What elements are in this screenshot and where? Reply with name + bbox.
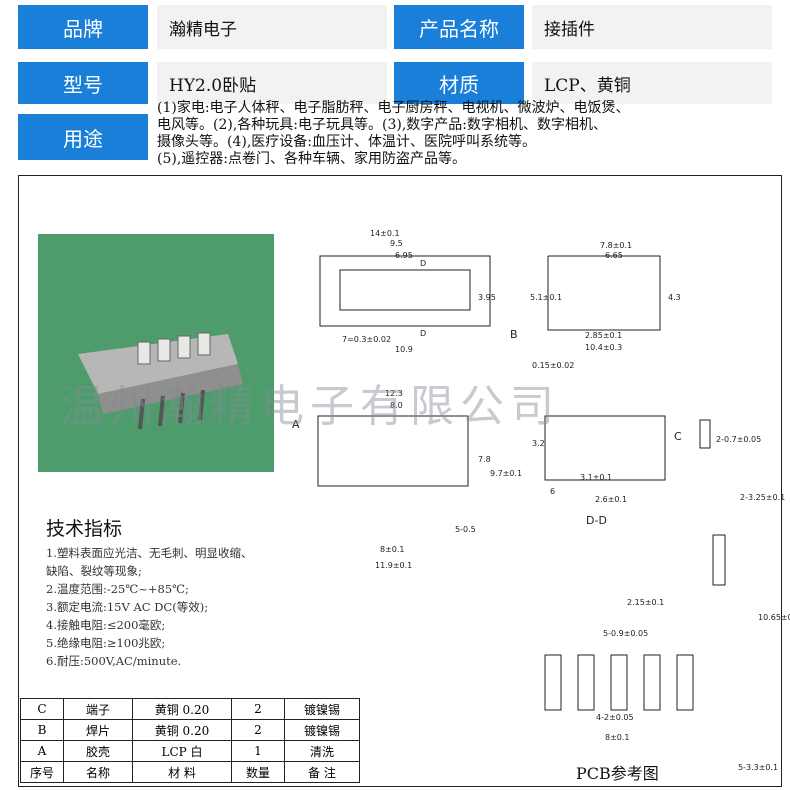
spec-line: 1.塑料表面应光洁、无毛刺、明显收缩、	[46, 546, 253, 560]
spec-line: 5.绝缘电阻:≥100兆欧;	[46, 636, 166, 650]
spec-line: 2.温度范围:-25℃~+85℃;	[46, 582, 189, 596]
connector-image	[38, 234, 274, 472]
model-value: HY2.0卧贴	[157, 62, 387, 104]
spec-line: 6.耐压:500V,AC/minute.	[46, 654, 182, 668]
brand-value: 瀚精电子	[157, 5, 387, 49]
usage-line: 摄像头等。(4),医疗设备:血压计、体温计、医院呼叫系统等。	[157, 134, 536, 150]
brand-label: 品牌	[18, 5, 148, 49]
material-label: 材质	[394, 62, 524, 104]
drawing-panel	[18, 175, 782, 787]
table-header-row: 序号 名称 材 料 数量 备 注	[20, 761, 360, 783]
product-label: 产品名称	[394, 5, 524, 49]
spec-title: 技术指标	[46, 518, 123, 540]
spec-line: 3.额定电流:15V AC DC(等效);	[46, 600, 209, 614]
material-value: LCP、黄铜	[532, 62, 772, 104]
table-row: C 端子 黄铜 0.20 2 镀镍锡	[20, 698, 360, 720]
spec-list: 1.塑料表面应光洁、无毛刺、明显收缩、 缺陷、裂纹等现象; 2.温度范围:-25…	[46, 544, 252, 670]
product-photo	[38, 234, 274, 472]
bom-table: C 端子 黄铜 0.20 2 镀镍锡 B 焊片 黄铜 0.20 2 镀镍锡 A …	[20, 698, 360, 783]
usage-line: (1)家电:电子人体秤、电子脂肪秤、电子厨房秤、电视机、微波炉、电饭煲、	[157, 100, 630, 116]
table-row: B 焊片 黄铜 0.20 2 镀镍锡	[20, 719, 360, 741]
spec-line: 缺陷、裂纹等现象;	[46, 564, 142, 578]
product-value: 接插件	[532, 5, 772, 49]
usage-line: 电风等。(2),各种玩具:电子玩具等。(3),数字产品:数字相机、数字相机、	[157, 117, 607, 133]
model-label: 型号	[18, 62, 148, 104]
usage-label: 用途	[18, 114, 148, 160]
watermark: 温州瀚精电子有限公司	[60, 381, 560, 432]
spec-line: 4.接触电阻:≤200毫欧;	[46, 618, 166, 632]
table-row: A 胶壳 LCP 白 1 清洗	[20, 740, 360, 762]
usage-text: (1)家电:电子人体秤、电子脂肪秤、电子厨房秤、电视机、微波炉、电饭煲、 电风等…	[157, 100, 772, 168]
usage-line: (5),遥控器:点卷门、各种车辆、家用防盗产品等。	[157, 151, 466, 167]
pcb-caption: PCB参考图	[576, 764, 659, 783]
